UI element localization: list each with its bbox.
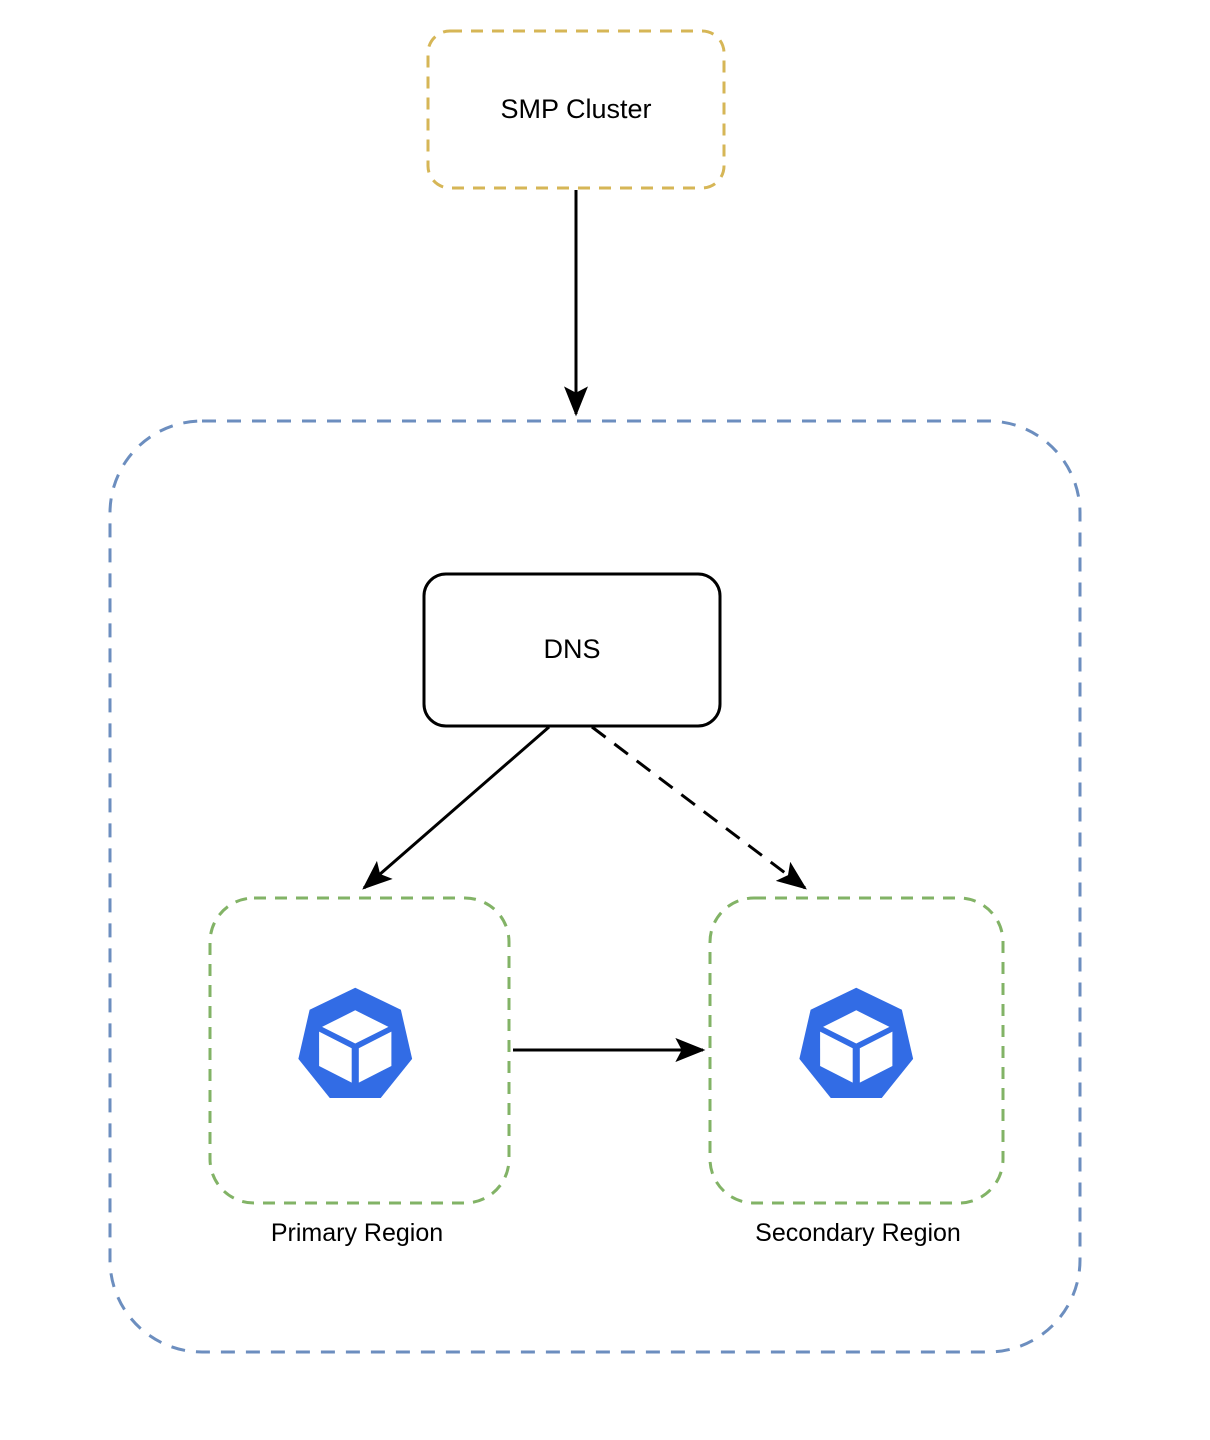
smp-cluster-box[interactable] (426, 29, 726, 190)
dns-label: DNS (543, 634, 601, 664)
primary-region-label: Primary Region (270, 1219, 444, 1247)
kubernetes-icon (799, 987, 914, 1098)
secondary-region-label: Secondary Region (755, 1219, 961, 1247)
kubernetes-icon (298, 987, 413, 1098)
dns-box[interactable] (422, 572, 722, 728)
edge-dns-to-secondary (591, 725, 807, 890)
edge-dns-to-primary (362, 725, 550, 890)
outer-container-box (108, 419, 1082, 1354)
smp-cluster-label: SMP Cluster (500, 94, 652, 124)
